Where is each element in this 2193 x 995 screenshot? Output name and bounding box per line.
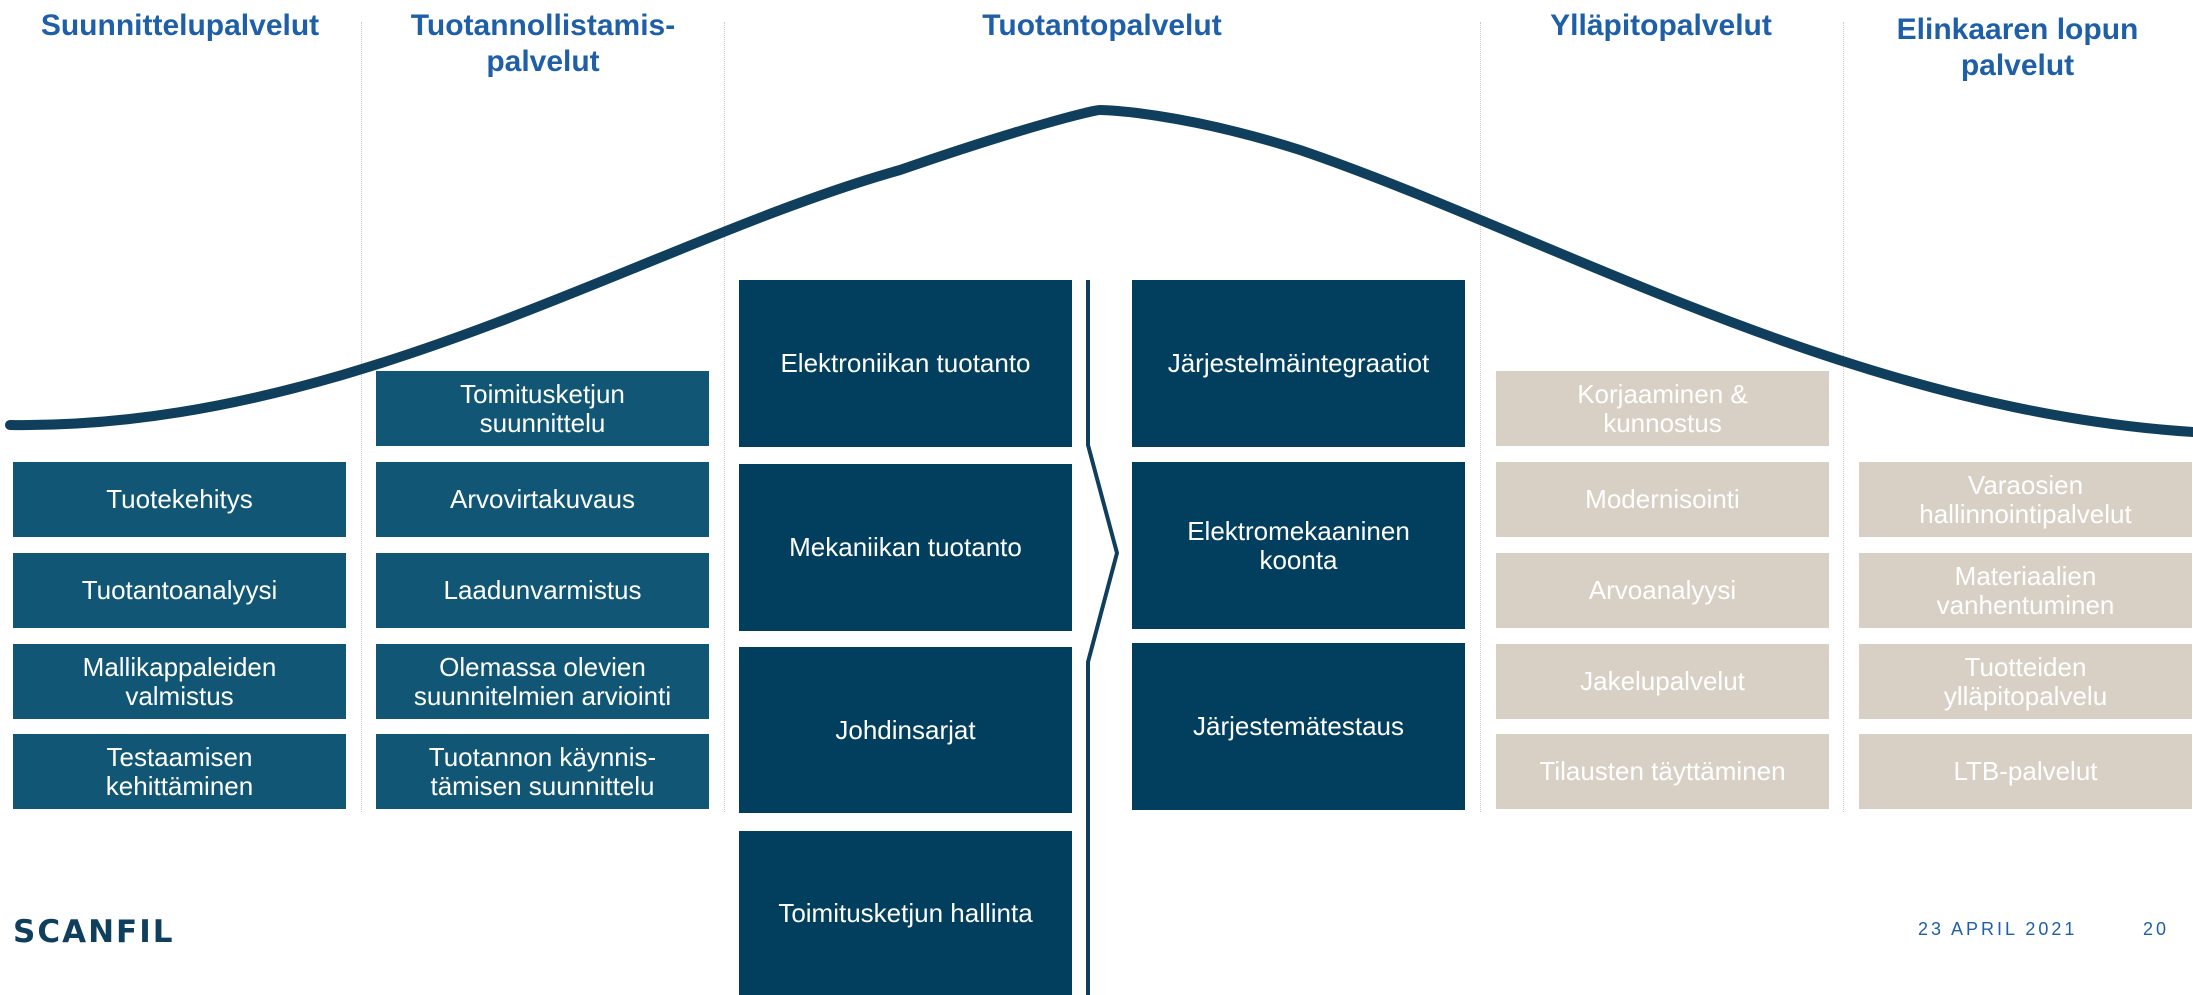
column-title-production: Tuotantopalvelut [982,9,1222,42]
industrialization-service-box: Olemassa olevien suunnitelmien arviointi [376,644,709,719]
production-service-box: Elektroniikan tuotanto [739,280,1072,447]
column-title-design: Suunnittelupalvelut [40,9,320,42]
industrialization-service-box: Arvovirtakuvaus [376,462,709,537]
maintenance-service-box: Arvoanalyysi [1496,553,1829,628]
production-divider [1086,280,1120,995]
end-of-life-service-box: Varaosien hallinnointipalvelut [1859,462,2192,537]
column-title-industrialization: Tuotannollistamis- palvelut [410,9,676,78]
production-service-box: Elektromekaaninen koonta [1132,462,1465,629]
column-separator [1843,22,1844,812]
maintenance-service-box: Tilausten täyttäminen [1496,734,1829,809]
design-service-box: Testaamisen kehittäminen [13,734,346,809]
end-of-life-service-box: Tuotteiden ylläpitopalvelu [1859,644,2192,719]
page-number: 20 [2143,919,2170,939]
production-service-box: Toimitusketjun hallinta [739,831,1072,995]
maintenance-service-box: Modernisointi [1496,462,1829,537]
column-title-end-of-life: Elinkaaren lopun palvelut [1896,13,2139,82]
design-service-box: Tuotekehitys [13,462,346,537]
maintenance-service-box: Korjaaminen & kunnostus [1496,371,1829,446]
industrialization-service-box: Laadunvarmistus [376,553,709,628]
column-separator [724,22,725,812]
lifecycle-curve [5,104,2193,437]
end-of-life-service-box: LTB-palvelut [1859,734,2192,809]
end-of-life-service-box: Materiaalien vanhentuminen [1859,553,2192,628]
production-service-box: Järjestelmäintegraatiot [1132,280,1465,447]
design-service-box: Tuotantoanalyysi [13,553,346,628]
column-separator [361,22,362,812]
industrialization-service-box: Tuotannon käynnis- tämisen suunnittelu [376,734,709,809]
maintenance-service-box: Jakelupalvelut [1496,644,1829,719]
company-logo: SCANFIL [13,914,175,950]
production-service-box: Mekaniikan tuotanto [739,464,1072,631]
footer-date: 23 APRIL 2021 [1918,919,2078,939]
production-service-box: Johdinsarjat [739,647,1072,813]
production-service-box: Järjestemätestaus [1132,643,1465,810]
column-separator [1480,22,1481,812]
industrialization-service-box: Toimitusketjun suunnittelu [376,371,709,446]
design-service-box: Mallikappaleiden valmistus [13,644,346,719]
column-title-maintenance: Ylläpitopalvelut [1550,9,1772,42]
